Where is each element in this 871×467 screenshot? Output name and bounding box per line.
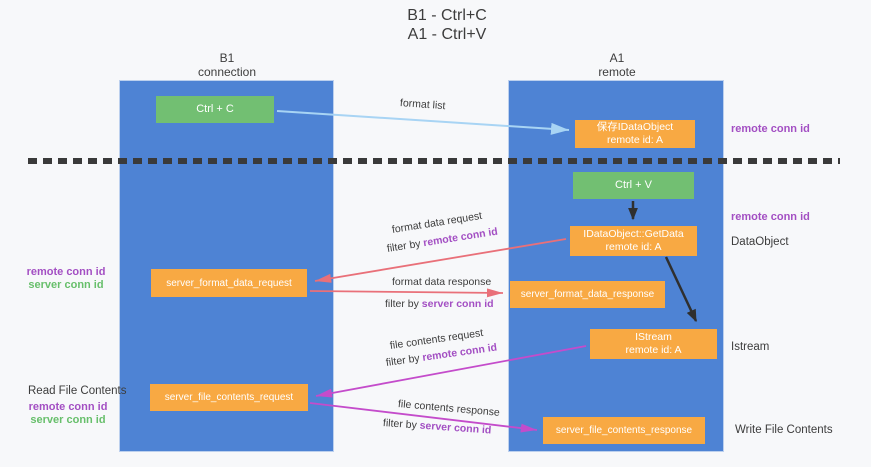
server-file-contents-request-label: server_file_contents_request: [164, 392, 294, 403]
filter-by-text: filter by: [385, 351, 424, 369]
arrow-format-data-response: [309, 288, 504, 298]
ctrl-v-label: Ctrl + V: [615, 179, 652, 191]
server-format-data-request-label: server_format_data_request: [166, 277, 292, 289]
istream-annotation: Istream: [731, 341, 770, 353]
left-column-name: B1: [219, 51, 235, 65]
left-column-role: connection: [197, 65, 257, 79]
title-line-2: A1 - Ctrl+V: [407, 26, 487, 43]
left-conn-id-annotation-group-bottom: remote conn id server conn id: [16, 401, 120, 427]
diagram-title: B1 - Ctrl+C A1 - Ctrl+V: [297, 6, 597, 44]
save-idataobject-box: 保存IDataObject remote id: A: [575, 120, 695, 148]
istream-box: IStream remote id: A: [590, 329, 717, 359]
remote-conn-id-annotation-mid-right: remote conn id: [731, 211, 810, 223]
filter-by-text: filter by: [385, 298, 422, 310]
server-file-contents-response-label: server_file_contents_response: [555, 425, 693, 436]
right-column-header: A1 remote: [557, 51, 677, 79]
ctrl-c-box: Ctrl + C: [156, 96, 274, 123]
file-contents-response-filter-label: filter by server conn id: [383, 417, 492, 437]
title-line-1: B1 - Ctrl+C: [407, 7, 487, 24]
save-idataobject-line1: 保存IDataObject: [596, 121, 674, 133]
write-file-contents-annotation: Write File Contents: [735, 424, 833, 436]
ctrl-c-label: Ctrl + C: [196, 103, 234, 115]
read-file-contents-annotation: Read File Contents: [28, 385, 127, 397]
istream-line1: IStream: [635, 331, 672, 343]
file-contents-response-label: file contents response: [397, 398, 501, 419]
remote-conn-id-annotation-left-bottom: remote conn id: [28, 401, 108, 413]
remote-conn-id-annotation-left-top: remote conn id: [26, 266, 106, 278]
format-data-response-filter-label: filter by server conn id: [385, 298, 494, 310]
server-format-data-response-label: server_format_data_response: [520, 289, 655, 300]
save-idataobject-line2: remote id: A: [606, 134, 664, 146]
idataobject-getdata-box: IDataObject::GetData remote id: A: [570, 226, 697, 256]
server-conn-id-annotation-left-bottom: server conn id: [30, 414, 106, 426]
dataobject-annotation: DataObject: [731, 236, 789, 248]
getdata-line2: remote id: A: [605, 241, 662, 253]
left-conn-id-annotation-group-top: remote conn id server conn id: [14, 266, 118, 292]
right-column-name: A1: [609, 51, 625, 65]
ctrl-v-box: Ctrl + V: [573, 172, 694, 199]
filter-by-text: filter by: [386, 237, 425, 255]
server-format-data-response-box: server_format_data_response: [510, 281, 665, 308]
getdata-line1: IDataObject::GetData: [583, 228, 684, 240]
server-file-contents-request-box: server_file_contents_request: [150, 384, 308, 411]
format-data-response-label: format data response: [392, 276, 492, 288]
remote-conn-id-annotation-top-right: remote conn id: [731, 123, 810, 135]
server-conn-id-key: server conn id: [419, 419, 492, 437]
format-list-label: format list: [399, 97, 446, 113]
server-conn-id-annotation-left-top: server conn id: [28, 279, 104, 291]
server-conn-id-key: server conn id: [421, 298, 494, 310]
filter-by-text: filter by: [382, 417, 421, 432]
left-column-header: B1 connection: [167, 51, 287, 79]
right-column-role: remote: [598, 65, 636, 79]
server-format-data-request-box: server_format_data_request: [151, 269, 307, 297]
server-file-contents-response-box: server_file_contents_response: [543, 417, 705, 444]
istream-line2: remote id: A: [625, 344, 682, 356]
